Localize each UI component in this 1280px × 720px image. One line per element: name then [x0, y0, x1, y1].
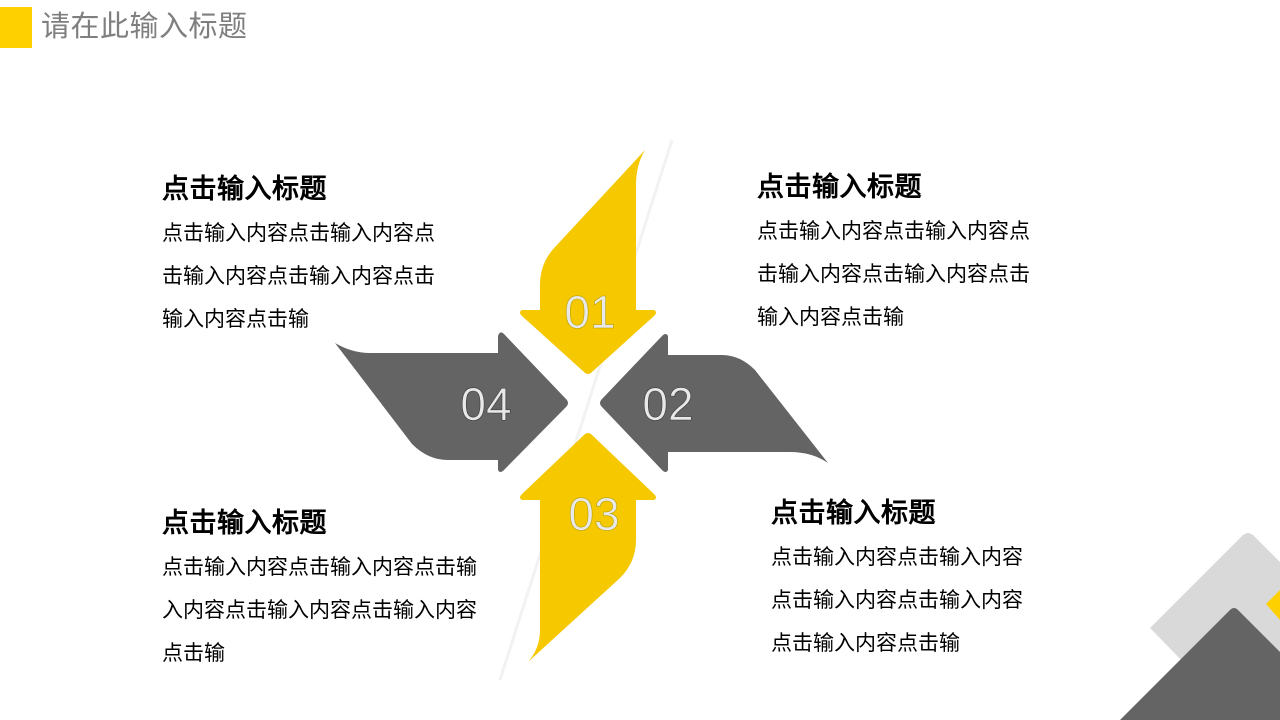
block-heading[interactable]: 点击输入标题 — [162, 508, 327, 539]
title-accent-bar — [0, 7, 32, 48]
block-body-line[interactable]: 点击输入内容点击输 — [771, 631, 960, 655]
arrow-step-01[interactable]: 01 — [520, 150, 656, 374]
block-heading[interactable]: 点击输入标题 — [757, 172, 922, 203]
page-title[interactable]: 请在此输入标题 — [41, 9, 248, 43]
block-body-line[interactable]: 入内容点击输入内容点击输入内容 — [162, 598, 477, 622]
block-body-line[interactable]: 击输入内容点击输入内容点击 — [162, 264, 435, 288]
text-block-bottom-right: 点击输入标题 点击输入内容点击输入内容 点击输入内容点击输入内容 点击输入内容点… — [771, 496, 1071, 665]
step-number-01: 01 — [564, 286, 615, 338]
block-body-line[interactable]: 点击输 — [162, 641, 225, 665]
step-number-02: 02 — [642, 378, 693, 430]
block-body-line[interactable]: 点击输入内容点击输入内容点 — [162, 221, 435, 245]
arrow-step-02[interactable]: 02 — [600, 334, 828, 472]
corner-decoration — [1120, 533, 1280, 720]
block-heading[interactable]: 点击输入标题 — [162, 174, 327, 205]
arrow-down-shape — [520, 150, 656, 374]
block-heading[interactable]: 点击输入标题 — [771, 498, 936, 529]
block-body-line[interactable]: 输入内容点击输 — [757, 305, 904, 329]
step-number-03: 03 — [568, 488, 619, 540]
text-block-top-left: 点击输入标题 点击输入内容点击输入内容点 击输入内容点击输入内容点击 输入内容点… — [162, 172, 482, 341]
arrow-right-shape — [335, 332, 568, 472]
arrow-step-04[interactable]: 04 — [335, 332, 568, 472]
block-body-line[interactable]: 输入内容点击输 — [162, 307, 309, 331]
dark-gray-triangle — [1120, 608, 1280, 720]
text-block-bottom-left: 点击输入标题 点击输入内容点击输入内容点击输 入内容点击输入内容点击输入内容 点… — [162, 506, 532, 675]
diagonal-guide-line — [498, 139, 674, 681]
yellow-diamond — [1266, 590, 1280, 620]
block-body-line[interactable]: 点击输入内容点击输入内容 — [771, 588, 1023, 612]
arrow-step-03[interactable]: 03 — [520, 433, 656, 662]
block-body-line[interactable]: 击输入内容点击输入内容点击 — [757, 262, 1030, 286]
arrow-up-shape — [520, 433, 656, 662]
block-body-line[interactable]: 点击输入内容点击输入内容 — [771, 545, 1023, 569]
block-body-line[interactable]: 点击输入内容点击输入内容点击输 — [162, 555, 477, 579]
step-number-04: 04 — [460, 378, 511, 430]
block-body-line[interactable]: 点击输入内容点击输入内容点 — [757, 219, 1030, 243]
arrow-left-shape — [600, 334, 828, 472]
text-block-top-right: 点击输入标题 点击输入内容点击输入内容点 击输入内容点击输入内容点击 输入内容点… — [757, 170, 1077, 339]
